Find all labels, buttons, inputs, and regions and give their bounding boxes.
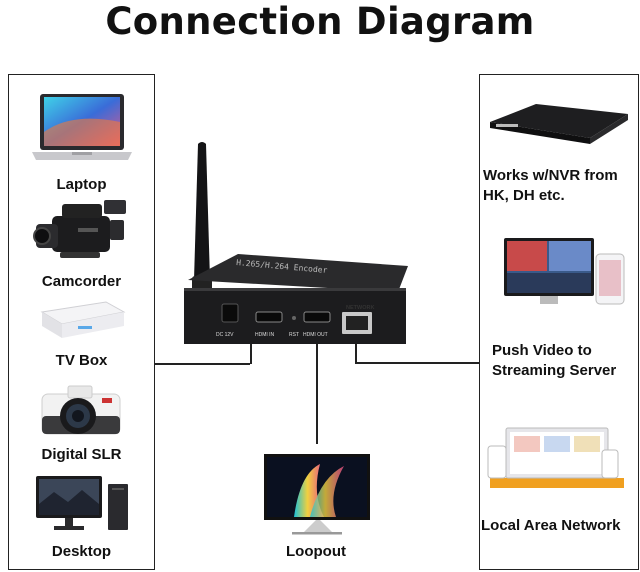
lan-label: Local Area Network (481, 517, 621, 534)
dslr-camera-icon (41, 385, 121, 435)
output-destinations-panel (479, 74, 639, 570)
streaming-screens-icon (504, 238, 625, 305)
encoder-device (184, 142, 408, 344)
camcorder-label: Camcorder (41, 273, 122, 290)
nvr-recorder-icon (490, 104, 628, 144)
hdmi-in-port-label: HDMI IN (255, 332, 275, 338)
input-sources-panel (8, 74, 155, 570)
desktop-label: Desktop (51, 543, 112, 560)
right-connection-line (355, 362, 479, 364)
lan-devices-icon (487, 427, 624, 488)
desktop-computer-icon (36, 476, 128, 530)
monitor-icon (264, 454, 370, 535)
loopout-label: Loopout (286, 543, 346, 560)
left-connection-riser (250, 342, 252, 364)
page-title: Connection Diagram (105, 0, 535, 43)
laptop-icon (32, 94, 132, 160)
right-connection-riser (355, 340, 357, 363)
hdmi-out-port-label: HDMI OUT (303, 332, 328, 338)
bottom-connection-line (316, 342, 318, 444)
laptop-label: Laptop (56, 176, 107, 193)
digital-slr-label: Digital SLR (41, 446, 122, 463)
camcorder-icon (33, 200, 126, 258)
network-port-label: NETWORK (346, 305, 375, 311)
streaming-label-line2: Streaming Server (492, 362, 617, 379)
left-connection-line (155, 363, 250, 365)
tv-box-label: TV Box (55, 352, 108, 369)
power-port-label: DC 12V (216, 332, 234, 338)
tv-box-icon (40, 301, 126, 338)
nvr-label-line1: Works w/NVR from (483, 167, 618, 184)
reset-button-label: RST (289, 332, 299, 338)
nvr-label-line2: HK, DH etc. (483, 187, 565, 204)
streaming-label-line1: Push Video to (492, 342, 592, 359)
